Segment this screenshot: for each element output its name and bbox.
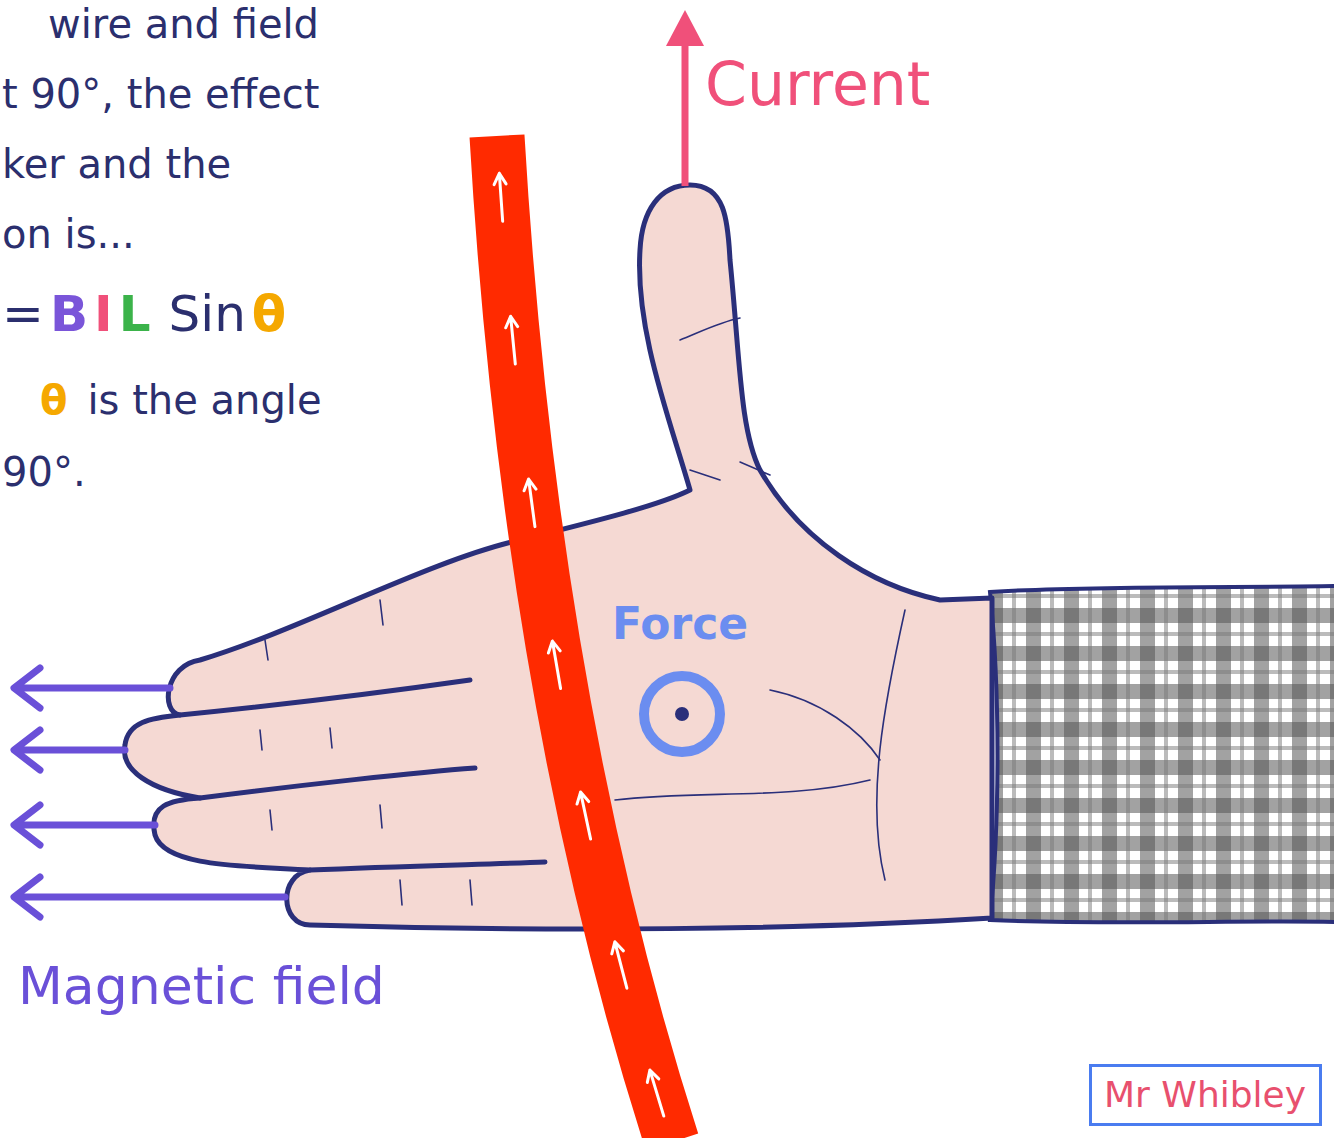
current-arrow-mark — [612, 942, 627, 988]
current-arrow-mark — [524, 479, 536, 527]
sleeve — [990, 586, 1334, 922]
magnetic-field-label: Magnetic field — [18, 955, 385, 1017]
current-arrow-mark — [506, 316, 518, 364]
angle-symbol: θ — [40, 376, 67, 424]
signature-box: Mr Whibley — [1089, 1064, 1322, 1126]
current-arrow-mark — [548, 641, 560, 688]
current-arrow-mark — [647, 1070, 663, 1116]
body-text: ker and the — [2, 140, 231, 188]
formula-row: =BIL Sinθ — [2, 284, 286, 344]
body-text: 90°. — [2, 448, 86, 496]
field-arrows — [14, 668, 285, 917]
body-text: t 90°, the effect — [2, 70, 320, 118]
signature-text: Mr Whibley — [1104, 1073, 1307, 1116]
formula-symbol: L — [119, 284, 151, 344]
current-label: Current — [705, 48, 930, 120]
angle-row: θ is the angle — [40, 376, 322, 424]
body-text: wire and field — [48, 0, 319, 48]
formula-symbol: θ — [252, 284, 286, 344]
force-out-of-page-symbol — [644, 676, 720, 752]
current-arrow-mark — [577, 792, 591, 839]
current-arrow-mark — [494, 173, 506, 221]
formula-symbol: I — [94, 284, 113, 344]
formula-symbol: B — [50, 284, 88, 344]
finger-lines — [180, 680, 545, 870]
formula-symbol: = — [2, 284, 44, 344]
formula-symbol: Sin — [169, 284, 246, 344]
force-label: Force — [612, 598, 748, 651]
body-text: on is... — [2, 210, 135, 258]
current-arrow — [666, 10, 704, 186]
body-text: is the angle — [87, 376, 321, 424]
